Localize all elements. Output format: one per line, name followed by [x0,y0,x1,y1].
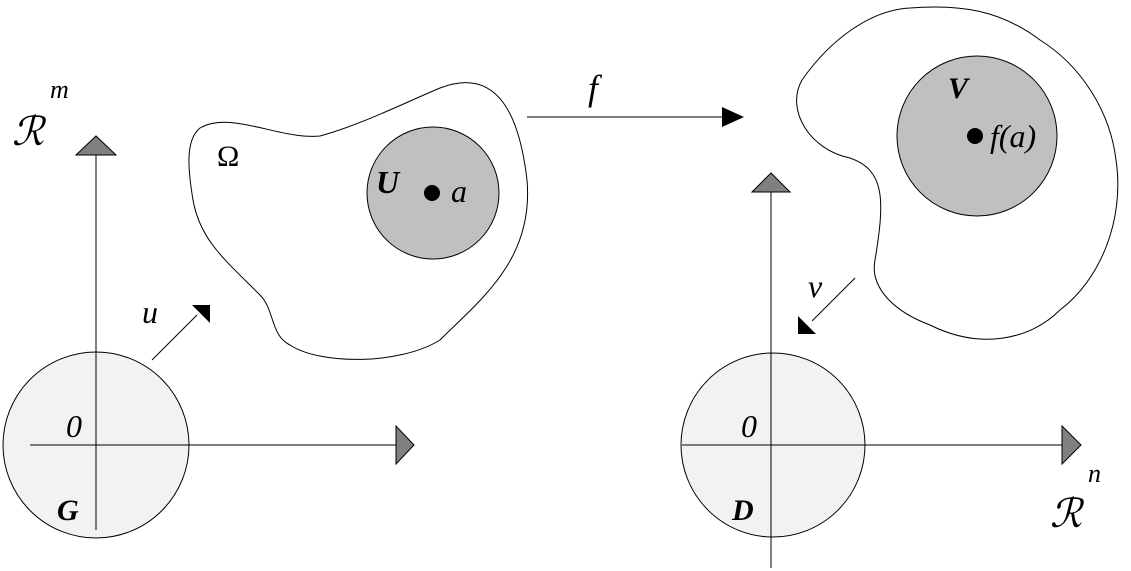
left-space-symbol: ℛ [12,109,47,155]
domain-omega-label: Ω [217,140,239,173]
right-horizontal-arrowhead [1061,424,1082,466]
map-u-arrow [151,305,210,361]
subset-v-label: V [948,72,971,105]
left-origin-label: 0 [66,408,82,444]
right-space-symbol: ℛ [1050,491,1085,537]
point-a-label: a [451,173,467,209]
right-space-dimension: n [1088,459,1101,488]
map-v-arrow [798,277,856,334]
map-f-arrow [527,107,744,127]
left-coordinate-system [2,135,415,539]
point-a [424,185,440,201]
left-space-dimension: m [50,75,69,104]
right-coordinate-system [680,172,1082,568]
point-f-a-label: f(a) [990,118,1036,154]
left-vertical-arrowhead [74,135,118,156]
right-origin-label: 0 [741,408,757,444]
map-v-label: v [808,268,823,304]
right-vertical-arrowhead [750,172,792,193]
map-u-label: u [142,294,158,330]
disk-d-label: D [731,494,754,527]
point-f-a [967,128,983,144]
disk-g-label: G [57,494,79,527]
subset-u-label: U [376,164,401,200]
left-horizontal-arrowhead [395,424,415,466]
map-f-label: f [588,68,603,108]
